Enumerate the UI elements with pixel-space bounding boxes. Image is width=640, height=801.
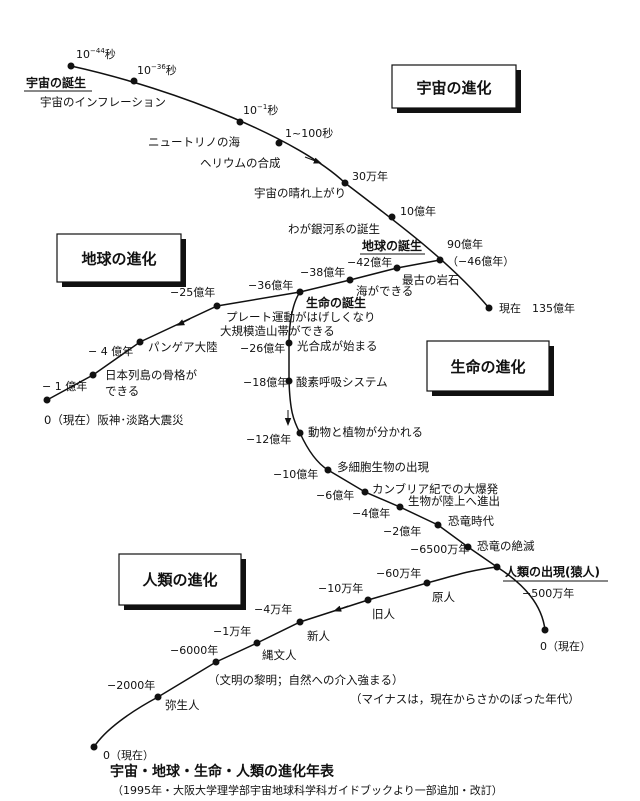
time-label: 10−1秒 — [243, 103, 278, 117]
time-label: −42億年 — [347, 255, 392, 269]
time-label: 10−44秒 — [76, 47, 116, 61]
event-label: 弥生人 — [165, 698, 200, 712]
earth-box-title: 地球の進化 — [81, 250, 156, 268]
time-label: −4万年 — [254, 602, 292, 616]
time-label: −2億年 — [383, 524, 421, 538]
time-label: −25億年 — [170, 285, 215, 299]
event-label: 宇宙のインフレーション — [40, 95, 166, 109]
time-label: − 1 億年 — [42, 379, 87, 393]
time-label: 1~100秒 — [285, 126, 333, 140]
event-label: 光合成が始まる — [297, 339, 378, 353]
time-label: 30万年 — [352, 169, 388, 183]
human-box: 人類の進化 — [118, 553, 246, 610]
time-label: 0（現在） — [540, 640, 591, 653]
time-label: 10億年 — [400, 204, 436, 218]
time-label: 10−36秒 — [137, 63, 177, 77]
note-text: （マイナスは，現在からさかのぼった年代） — [350, 692, 580, 706]
event-label: 恐竜の絶滅 — [477, 539, 535, 553]
time-label: −4億年 — [352, 506, 390, 520]
life-box-title: 生命の進化 — [450, 358, 525, 376]
event-label: 生物が陸上へ進出 — [408, 494, 500, 508]
event-label: わが銀河系の誕生 — [288, 222, 380, 236]
time-label: 90億年 — [447, 237, 483, 251]
human-appearance-label: 人類の出現(猿人) — [505, 564, 600, 579]
event-label: 宇宙の晴れ上がり — [254, 186, 346, 200]
event-label: 新人 — [307, 629, 330, 643]
time-label: −10億年 — [273, 467, 318, 481]
life-birth-label: 生命の誕生 — [306, 295, 366, 310]
earth-birth-label: 地球の誕生 — [362, 238, 422, 253]
time-label: −12億年 — [246, 432, 291, 446]
time-label: −6億年 — [316, 488, 354, 502]
time-label: −2000年 — [107, 678, 155, 692]
time-label: −10万年 — [318, 581, 363, 595]
event-label: 酸素呼吸システム — [296, 375, 388, 389]
event-label: カンブリア紀での大爆発 — [372, 482, 499, 496]
event-label: 原人 — [432, 590, 455, 604]
time-label: − 4 億年 — [88, 344, 133, 358]
event-label: ニュートリノの海 — [148, 135, 240, 149]
event-label: 動物と植物が分かれる — [308, 425, 423, 439]
event-label: （文明の黎明；自然への介入強まる） — [208, 673, 404, 687]
event-label: プレート運動がはげしくなり — [226, 310, 376, 324]
universe-birth-label: 宇宙の誕生 — [26, 75, 86, 90]
time-label: −26億年 — [240, 341, 285, 355]
human-box-title: 人類の進化 — [142, 571, 217, 589]
diagram-title: 宇宙・地球・生命・人類の進化年表 — [110, 763, 335, 780]
timeline-dots — [43, 62, 549, 751]
event-label: パンゲア大陸 — [148, 340, 218, 354]
time-label: 0（現在） — [103, 749, 154, 762]
event-label: できる — [105, 384, 139, 398]
arrow-icon — [333, 605, 349, 612]
universe-box-title: 宇宙の進化 — [416, 79, 491, 97]
event-label: 多細胞生物の出現 — [337, 460, 429, 474]
life-curve — [288, 291, 546, 631]
time-label: 0（現在）阪神･淡路大震災 — [44, 413, 184, 427]
life-box: 生命の進化 — [426, 340, 554, 396]
event-label: ヘリウムの合成 — [200, 156, 281, 170]
arrow-icon — [176, 318, 191, 326]
event-label: 海ができる — [356, 284, 413, 298]
source-text: （1995年・大阪大学理学部宇宙地球科学科ガイドブックより一部追加・改訂） — [112, 783, 503, 797]
time-label: −6500万年 — [410, 542, 469, 556]
universe-curve — [70, 65, 490, 309]
event-label: 日本列島の骨格が — [105, 368, 197, 382]
time-label: 現在 135億年 — [499, 301, 575, 315]
earth-curve — [46, 259, 441, 401]
earth-box: 地球の進化 — [56, 233, 186, 287]
time-label: −1万年 — [213, 624, 251, 638]
event-label: 旧人 — [372, 607, 395, 621]
event-label: 縄文人 — [262, 648, 297, 662]
arrow-icon — [304, 156, 322, 164]
time-label: −60万年 — [376, 566, 421, 580]
event-label: 恐竜時代 — [448, 514, 494, 528]
time-label: −6000年 — [170, 643, 218, 657]
universe-box: 宇宙の進化 — [391, 64, 521, 113]
time-label: −38億年 — [300, 265, 345, 279]
event-label: 最古の岩石 — [402, 273, 460, 287]
time-label: −18億年 — [243, 375, 288, 389]
time-label: −500万年 — [522, 586, 574, 600]
event-label: 大規模造山帯ができる — [220, 324, 335, 338]
time-label: −36億年 — [248, 278, 293, 292]
time-label: （−46億年） — [447, 254, 514, 268]
